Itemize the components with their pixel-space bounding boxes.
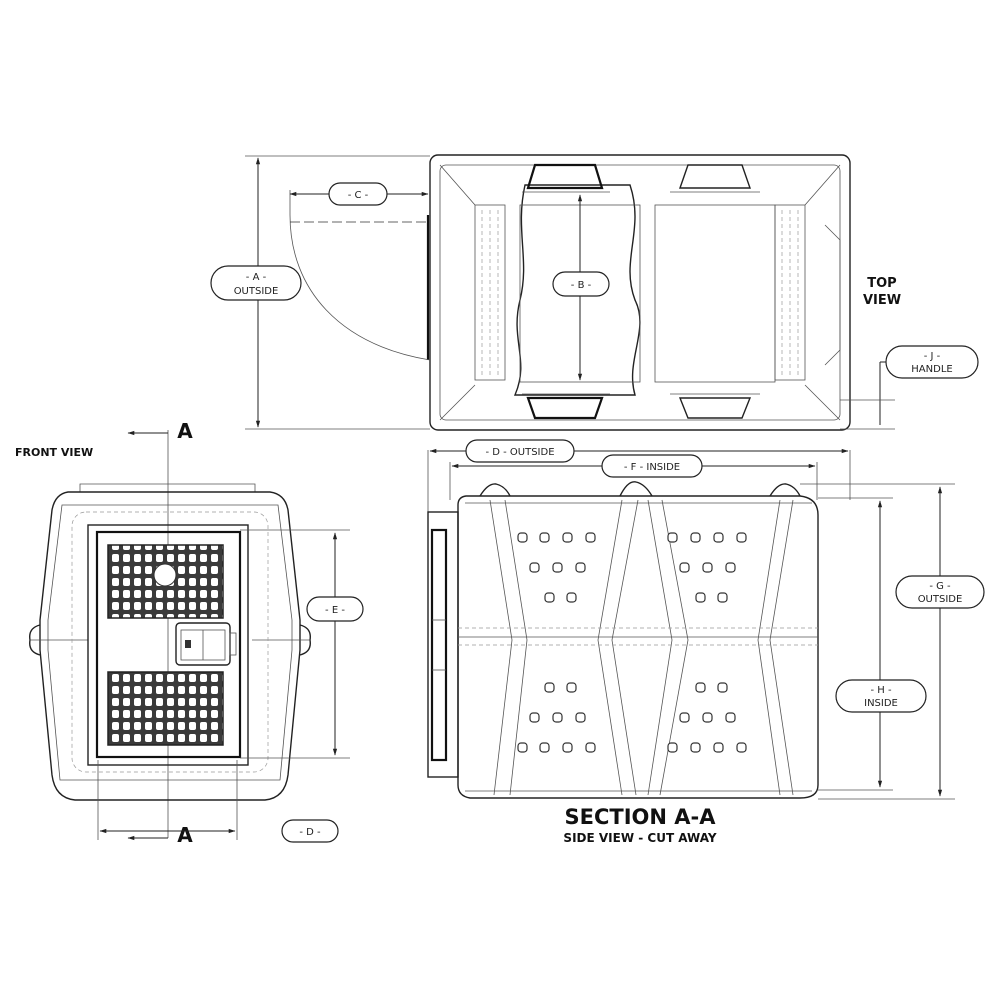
dimension-j-note: HANDLE <box>911 364 952 375</box>
dimension-h-note: INSIDE <box>864 698 898 709</box>
dimension-a-pill <box>210 265 302 301</box>
front-view: FRONT VIEW A A - E - <box>15 419 364 847</box>
dimension-c-pill <box>328 182 388 206</box>
section-marker-top: A <box>177 419 193 443</box>
dimension-h-label: - H - <box>870 685 891 696</box>
dimension-g-label: - G - <box>929 581 951 592</box>
dimension-d-front-pill <box>281 819 339 843</box>
section-view: - D - OUTSIDE - F - INSIDE <box>427 439 985 845</box>
dimension-h-pill <box>835 679 927 713</box>
dimension-f-pill <box>601 454 703 478</box>
vent-holes <box>517 532 747 753</box>
dimension-a-note: OUTSIDE <box>234 286 279 297</box>
dimension-d-front-label: - D - <box>299 827 321 838</box>
section-title: SECTION A-A <box>565 805 717 829</box>
dimension-f-label: - F - INSIDE <box>624 462 680 473</box>
top-view: - B - - C - - A - OUTSIDE - J - HANDLE T… <box>210 154 979 431</box>
dimension-d-side-pill <box>465 439 575 463</box>
section-marker-bottom: A <box>177 823 193 847</box>
dimension-b-label: - B - <box>571 280 592 291</box>
dimension-c-label: - C - <box>348 190 369 201</box>
dimension-g-note: OUTSIDE <box>918 594 963 605</box>
dimension-e-label: - E - <box>325 605 345 616</box>
section-subtitle: SIDE VIEW - CUT AWAY <box>563 831 716 845</box>
dimension-d-side-label: - D - OUTSIDE <box>485 447 554 458</box>
dimension-g-pill <box>895 575 985 609</box>
top-view-label-line2: VIEW <box>863 293 901 308</box>
dimension-a-label: - A - <box>246 272 267 283</box>
front-view-label: FRONT VIEW <box>15 446 93 459</box>
dimension-e-pill <box>306 596 364 622</box>
dimension-j-label: - J - <box>924 351 941 362</box>
dimension-j-pill <box>885 345 979 379</box>
top-view-label-line1: TOP <box>867 276 896 291</box>
dimension-b-pill <box>552 271 610 297</box>
